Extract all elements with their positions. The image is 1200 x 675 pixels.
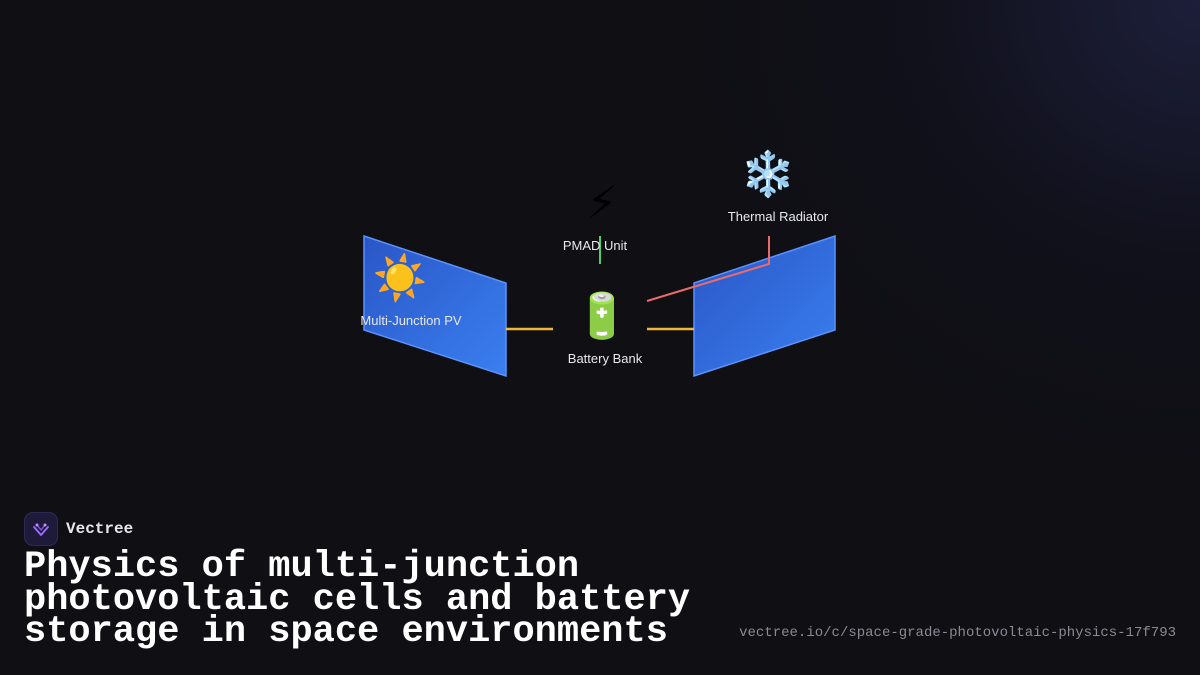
node-label-radiator: Thermal Radiator xyxy=(728,209,829,224)
node-thermal-radiator: ❄️ Thermal Radiator xyxy=(728,149,829,224)
node-label-battery: Battery Bank xyxy=(568,351,643,366)
snowflake-icon: ❄️ xyxy=(741,149,796,200)
node-battery-bank: 🔋 Battery Bank xyxy=(568,291,643,366)
sun-icon: ☀️ xyxy=(373,251,428,304)
node-pmad-unit: ⚡ PMAD Unit xyxy=(563,178,628,253)
vectree-logo-icon xyxy=(24,512,58,546)
brand: Vectree xyxy=(24,512,133,546)
lightning-icon: ⚡ xyxy=(587,178,618,229)
battery-icon: 🔋 xyxy=(575,291,630,342)
page-title: Physics of multi-junction photovoltaic c… xyxy=(24,546,691,653)
brand-name: Vectree xyxy=(66,520,134,538)
left-solar-panel xyxy=(363,234,507,378)
thermal-link-battery-radiator xyxy=(646,236,770,302)
right-solar-panel xyxy=(693,234,836,378)
node-label-pv: Multi-Junction PV xyxy=(360,313,461,328)
node-label-pmad: PMAD Unit xyxy=(563,238,628,253)
page-url[interactable]: vectree.io/c/space-grade-photovoltaic-ph… xyxy=(739,625,1176,641)
node-multi-junction-pv: ☀️ Multi-Junction PV xyxy=(360,251,461,328)
